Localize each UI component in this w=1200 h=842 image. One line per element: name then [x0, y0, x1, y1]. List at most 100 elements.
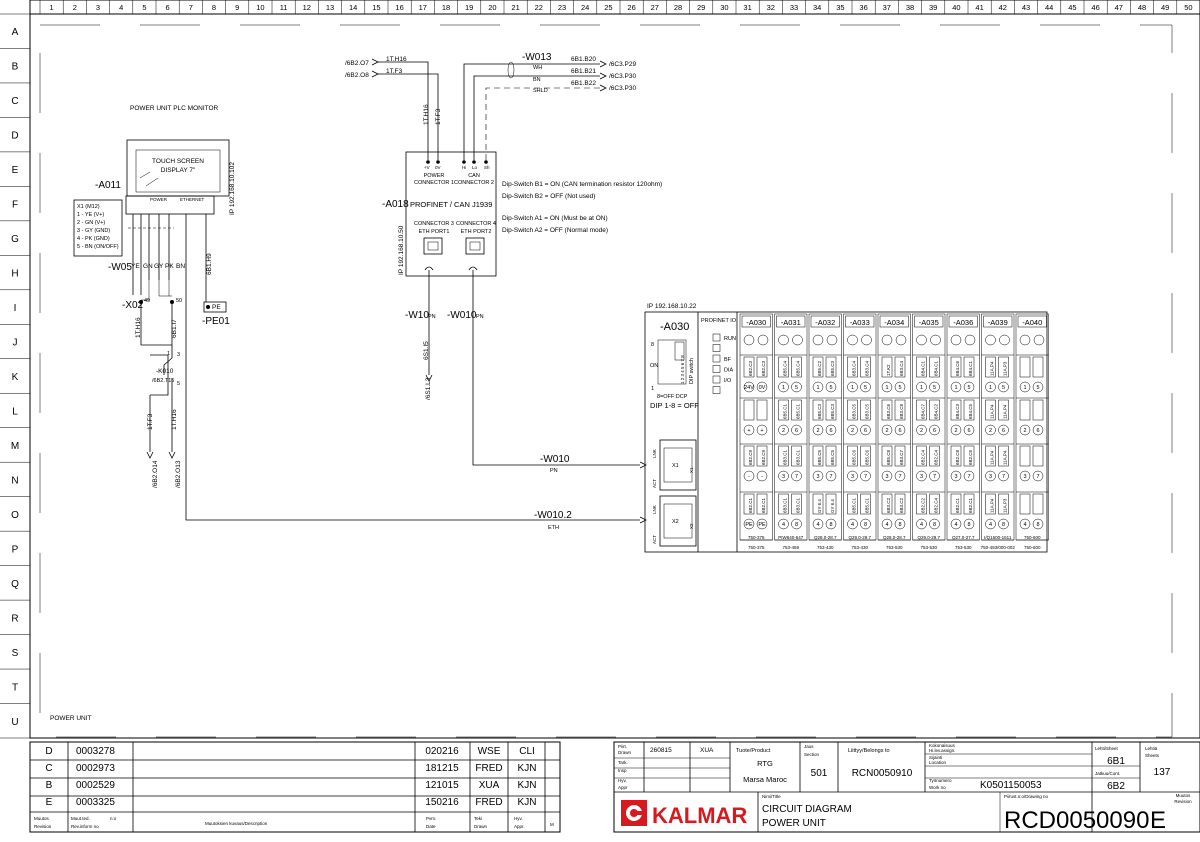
conn4-l2: ETH PORT2 [461, 229, 492, 235]
gateway-box [405, 151, 497, 277]
module-terminal [825, 470, 837, 482]
module-terminal-number: 4 [920, 522, 923, 528]
plc-cable-upper-sub: PN [550, 468, 558, 474]
module-terminal [743, 424, 755, 436]
grid-row-label: F [12, 200, 18, 211]
tb-assign-1: Kokonaisuus [929, 743, 956, 748]
module-part-row: 750-600 [1024, 545, 1041, 550]
module-terminal [929, 518, 940, 530]
tb-drawing-rev: E [1150, 807, 1166, 834]
module-part: Q29.0-29.7 [848, 535, 871, 540]
module-wire-label: 11A.P4 [990, 450, 995, 465]
module-terminal-number: 7 [829, 474, 832, 480]
module-terminal [812, 470, 824, 482]
module-wire-label: 6B3.C4 [865, 360, 870, 376]
h-drawn-2: Drawn [474, 824, 488, 829]
module-terminal-number: 8 [1036, 522, 1039, 528]
grid-col-label: 41 [975, 3, 983, 12]
cable-w010-gw: -W010 [447, 310, 477, 321]
module-wire-label: 6B5.C6 [865, 449, 870, 465]
plc-led [712, 333, 721, 342]
conn1-l2: CONNECTOR 1 [414, 180, 454, 186]
relay-pin-3: 3 [177, 352, 180, 358]
section-footer: POWER UNIT [50, 715, 92, 722]
module-part: Q28.0-28.7 [814, 535, 837, 540]
module-terminal-number: 5 [864, 385, 867, 391]
module-terminal-number: 8 [795, 522, 798, 528]
module-terminal-number: 6 [933, 428, 936, 434]
port1-lnk: LNK [652, 449, 657, 458]
tb-hyv-1: Hyv. [618, 778, 627, 783]
module-terminal-number: 3 [782, 474, 785, 480]
module-wire-label: 6B2.C4 [934, 449, 939, 465]
grid-col-label: 47 [1115, 3, 1123, 12]
port2-lnk: LNK [652, 505, 657, 514]
plc-module: -A0316B5.C416B5.C456B5.C126B5.C166B3.C13… [774, 313, 808, 550]
module-terminal-number: 2 [782, 428, 785, 434]
tb-sheets-label-1: Lehtiä [1145, 746, 1158, 751]
module-terminal [791, 381, 802, 393]
grid-col-label: 9 [235, 3, 239, 12]
h-drawn-1: Teki [474, 816, 482, 821]
h-appr-1: Hyv. [514, 816, 523, 821]
module-wire-label: 6B5.C6 [852, 449, 857, 465]
grid-col-label: 8 [212, 3, 216, 12]
plc-section: IP 192.168.10.22 -A030 PROFINET IO RUNBF… [534, 303, 1049, 553]
module-terminal [963, 470, 975, 482]
module-terminal-number: 4 [816, 522, 819, 528]
module-wire-label: 6B3.C2 [886, 497, 891, 513]
module-terminal [847, 424, 858, 436]
module-terminal-number: 1 [885, 385, 888, 391]
module-part: Q29.0-29.7 [917, 535, 940, 540]
grid-col-label: 17 [419, 3, 427, 12]
module-terminal [756, 470, 768, 482]
module-terminal [1019, 424, 1031, 436]
tb-rev-label-2: Revision [1174, 799, 1192, 804]
module-terminal [998, 518, 1009, 530]
h-date-2: Date [426, 824, 436, 829]
x1-pin-2: 2 - GN (V+) [77, 220, 105, 226]
gw-in-wire-2: 1T.F3 [386, 68, 403, 75]
module-terminal [778, 518, 789, 530]
module-terminal [1032, 381, 1044, 393]
tb-work-1: Työnumero [929, 778, 952, 783]
pin-sh: Sh [484, 165, 490, 170]
module-terminal-number: 2 [1023, 428, 1026, 434]
module-terminal-number: 3 [885, 474, 888, 480]
module-terminal [1019, 518, 1031, 530]
module-terminal-number: 5 [1036, 385, 1039, 391]
down-ref-2: /6B2.O13 [175, 460, 182, 488]
module-wire-label: 6B3.C2 [899, 497, 904, 513]
module-wire-label: 11A.P3 [1003, 361, 1008, 376]
grid-col-label: 30 [720, 3, 728, 12]
grid-frame [29, 0, 1200, 739]
module-wire-label: 6B3.C1 [783, 497, 788, 513]
relay-pin-5: 5 [177, 381, 180, 387]
module-wire-label: 6B5.C8 [886, 449, 891, 465]
module-wire-label: 6B3.C7 [899, 449, 904, 465]
module-terminal [812, 518, 824, 530]
module-terminal [950, 470, 962, 482]
module-terminal-number: 7 [967, 474, 970, 480]
module-terminal-number: 6 [1002, 428, 1005, 434]
module-terminal-number: 7 [1002, 474, 1005, 480]
grid-col-label: 42 [999, 3, 1007, 12]
module-part-row: 753-459 [782, 545, 799, 550]
module-terminal [743, 470, 755, 482]
tb-title-2: POWER UNIT [762, 818, 826, 829]
dip-note-4: Dip-Switch A2 = OFF (Normal mode) [502, 227, 608, 234]
tb-sheets: 137 [1154, 767, 1171, 778]
module-terminal [881, 381, 893, 393]
module-wire-label: 6B2.C8 [955, 449, 960, 465]
grid-col-label: 23 [558, 3, 566, 12]
gateway-section: /6B2.O7 /6B2.O8 1T.H16 1T.F3 1T.H16 1T.F… [345, 52, 662, 466]
plc-module: -A03911A.P4111A.P3511A.P4211A.P4611A.P43… [981, 313, 1015, 550]
module-terminal [756, 381, 768, 393]
revision-cell-no: 0002529 [76, 780, 115, 791]
module-wire-label: 6B5.C1 [865, 497, 870, 513]
plc-module: -A0306B2.C324V6B2.C30V++6B2.C9-6B2.C9-6B… [739, 313, 773, 550]
module-terminal-number: PE [758, 522, 766, 528]
tb-work-no: K0501150053 [980, 780, 1042, 791]
